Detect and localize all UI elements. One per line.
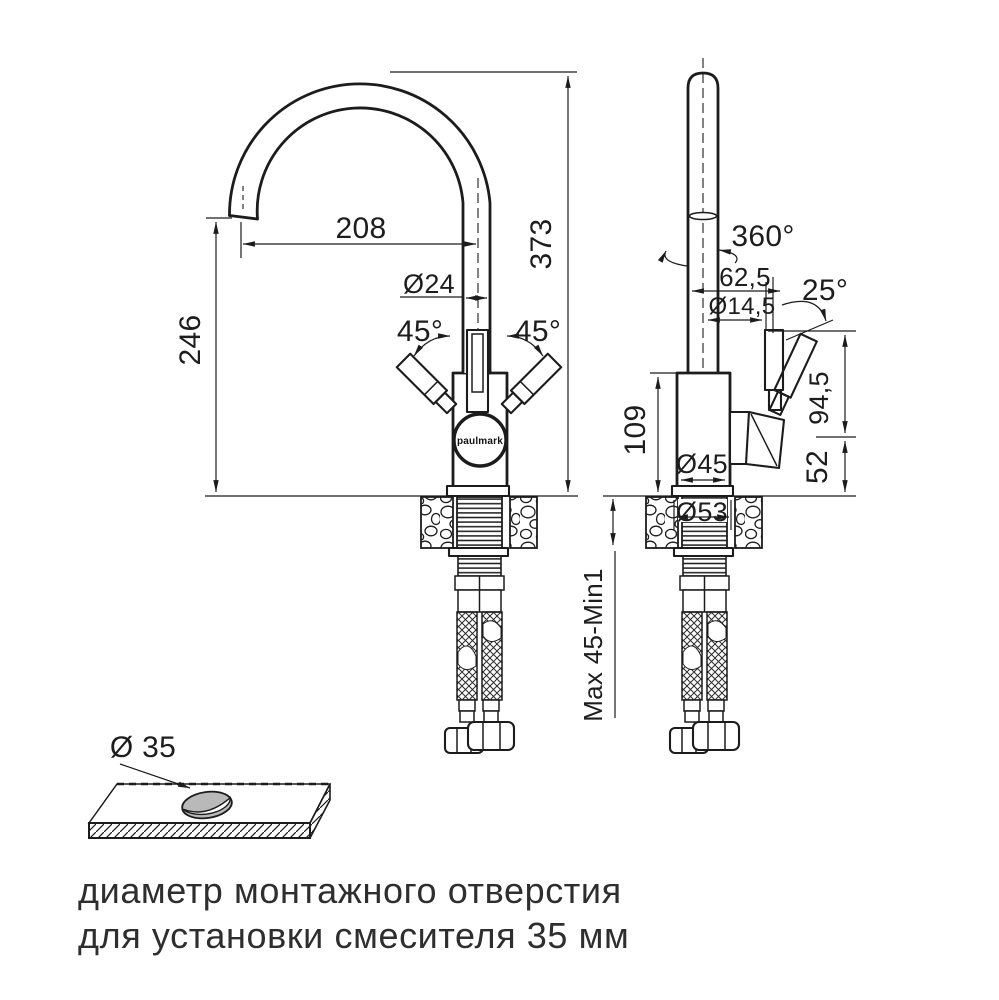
hose-end-nuts bbox=[443, 720, 516, 755]
hole-leader-line bbox=[119, 763, 191, 789]
dim-spout-tube-diameter: Ø24 bbox=[403, 269, 455, 299]
brand-logo-text: paulmark bbox=[457, 436, 503, 447]
caption-line-2: для установки смесителя 35 мм bbox=[78, 915, 629, 956]
base-flange-side bbox=[670, 484, 735, 498]
caption-line-1: диаметр монтажного отверстия bbox=[78, 870, 622, 911]
gooseneck-spout bbox=[228, 82, 492, 375]
countertop-section-left bbox=[420, 496, 454, 549]
mounting-nut bbox=[447, 546, 510, 558]
base-flange-front bbox=[445, 484, 511, 498]
supply-hoses bbox=[456, 611, 503, 701]
swivel-joint bbox=[688, 211, 718, 221]
caption: диаметр монтажного отверстия для установ… bbox=[78, 870, 629, 956]
dim-handle-swing-left: 45° bbox=[397, 315, 443, 348]
countertop-side-edge bbox=[309, 783, 331, 839]
dim-handle-offset: 62,5 bbox=[719, 262, 771, 292]
mounting-hole-detail: Ø 35 bbox=[87, 731, 332, 839]
dim-spout-reach: 208 bbox=[336, 212, 387, 245]
left-lever bbox=[395, 352, 458, 415]
dim-total-height: 373 bbox=[525, 219, 558, 270]
dim-lower-section: 52 bbox=[801, 450, 834, 484]
hole-diameter-label: Ø 35 bbox=[110, 731, 176, 764]
countertop-section-right bbox=[509, 496, 538, 549]
front-view: paulmark 373 246 208 Ø24 45° 45° bbox=[174, 71, 578, 498]
dim-handle-swing-right: 45° bbox=[515, 315, 561, 348]
dim-swivel-range: 360° bbox=[731, 220, 794, 253]
right-lever bbox=[500, 352, 563, 415]
handle-tilted bbox=[768, 332, 818, 417]
brand-medallion: paulmark bbox=[452, 412, 508, 468]
dim-upper-section: 94,5 bbox=[804, 371, 834, 425]
dim-base-diameter: Ø53 bbox=[676, 497, 728, 527]
side-view: 360° 62,5 Ø14,5 25° 109 Ø45 Ø53 94,5 52 bbox=[578, 58, 856, 755]
dim-handle-stem-diameter: Ø14,5 bbox=[709, 293, 776, 320]
countertop-front-edge bbox=[88, 822, 311, 839]
under-counter-assembly bbox=[420, 496, 538, 755]
handle-housing bbox=[744, 410, 786, 470]
dim-spout-height: 246 bbox=[174, 315, 207, 366]
dim-mounting-thickness: Max 45-Min1 bbox=[578, 568, 608, 722]
dim-body-diameter: Ø45 bbox=[676, 449, 728, 479]
dim-handle-tilt: 25° bbox=[802, 274, 848, 307]
mounting-hole bbox=[181, 790, 233, 820]
threaded-shank bbox=[456, 496, 503, 549]
dim-body-height: 109 bbox=[619, 405, 652, 456]
